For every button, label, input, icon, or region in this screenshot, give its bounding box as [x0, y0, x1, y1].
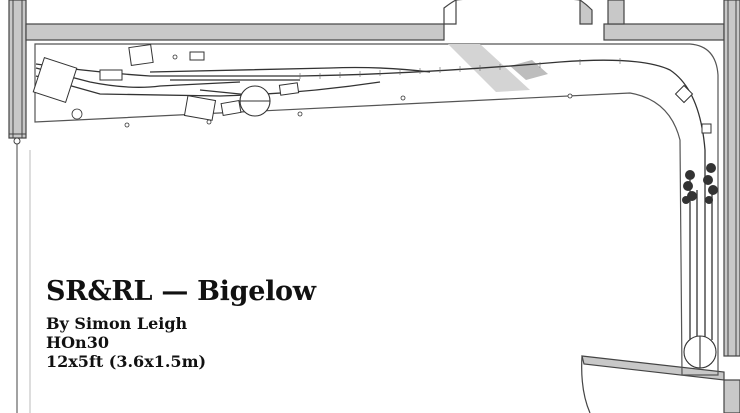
top-wall-right — [603, 23, 725, 41]
buildings — [32, 43, 712, 134]
building — [701, 123, 712, 134]
building — [278, 82, 300, 96]
door-bottom — [581, 355, 725, 413]
turntables — [239, 85, 717, 369]
posts — [71, 54, 573, 128]
building — [128, 43, 154, 67]
wall-details — [9, 0, 737, 413]
layout-author: By Simon Leigh — [46, 314, 188, 333]
building — [674, 84, 694, 104]
left-wall — [8, 0, 27, 139]
pipe-icon — [13, 137, 21, 145]
building — [220, 99, 242, 117]
top-right-column — [607, 0, 625, 25]
benchwork — [34, 43, 719, 376]
track-ties — [299, 58, 621, 79]
right-wall-upper — [723, 0, 740, 357]
layout-size: 12x5ft (3.6x1.5m) — [46, 352, 207, 371]
building — [189, 51, 205, 61]
layout-scale: HOn30 — [46, 333, 109, 352]
building — [183, 95, 217, 121]
door — [443, 0, 593, 25]
layout-title: SR&RL — Bigelow — [46, 276, 316, 307]
building — [32, 56, 78, 104]
layout-caption: SR&RL — Bigelow By Simon Leigh HOn30 12x… — [46, 276, 316, 371]
top-wall-left — [25, 23, 445, 41]
trees — [682, 163, 718, 204]
building — [99, 69, 123, 81]
right-wall-lower — [723, 379, 740, 413]
